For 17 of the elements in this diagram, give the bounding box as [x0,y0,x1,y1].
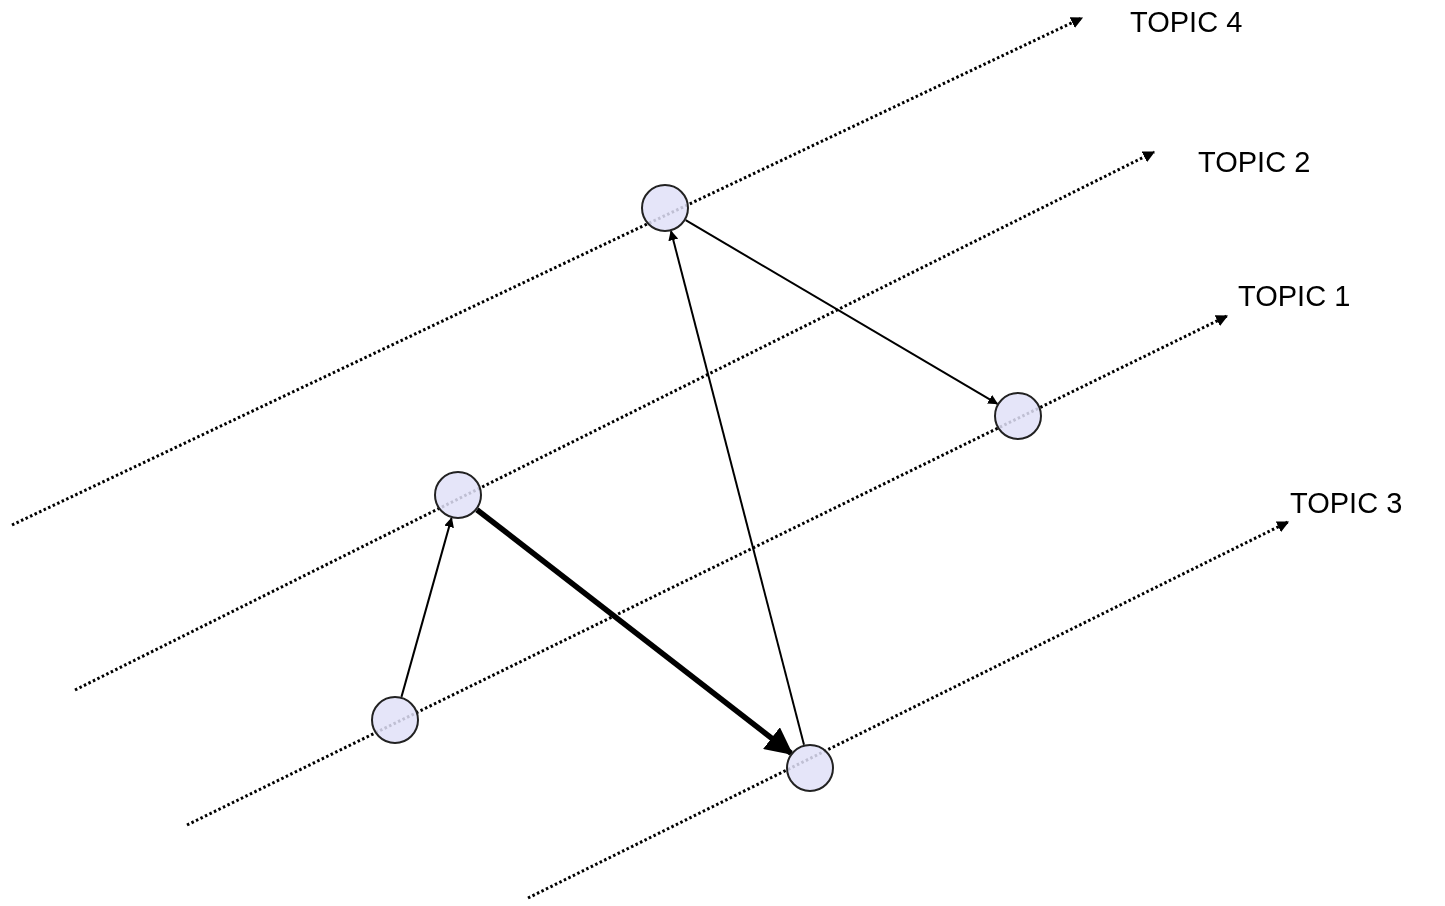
circle-node [371,696,419,744]
dotted-arrow [74,150,1156,692]
circle-node [786,744,834,792]
dotted-arrow [11,16,1084,527]
arrow [475,507,794,756]
circle-node [641,184,689,232]
topic-label: TOPIC 3 [1288,483,1403,527]
arrow [668,230,805,746]
topic-label: TOPIC 2 [1154,142,1311,182]
arrow [684,219,999,405]
circle-node [994,392,1042,440]
circle-node [434,471,482,519]
topic-label: TOPIC 1 [1227,276,1351,320]
arrow [400,517,454,698]
dotted-arrow [527,520,1290,900]
topic-label: TOPIC 4 [1082,2,1243,42]
dotted-arrow [186,314,1229,827]
